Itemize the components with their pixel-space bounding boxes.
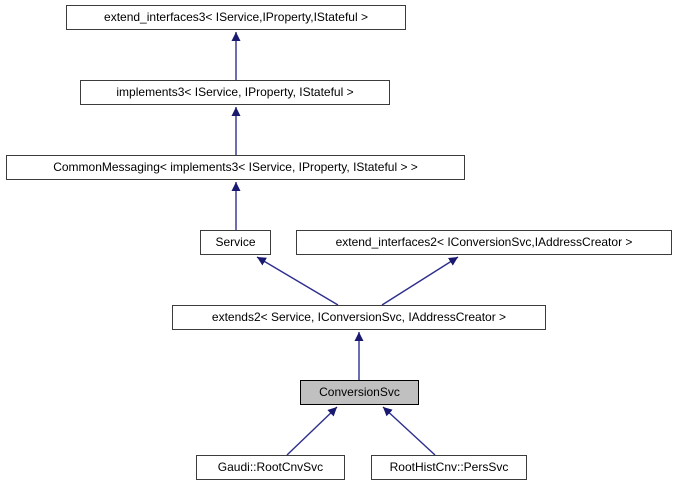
class-node-commonmessaging[interactable]: CommonMessaging< implements3< IService, … [6, 155, 465, 180]
edge-extends2-to-service [256, 256, 339, 306]
class-node-conversionsvc-current: ConversionSvc [300, 380, 419, 405]
edge-rootcnvsvc-to-conversionsvc [286, 406, 338, 456]
class-node-implements3[interactable]: implements3< IService, IProperty, IState… [80, 80, 390, 105]
edge-extends2-to-extend-interfaces2 [381, 256, 459, 306]
class-node-extends2[interactable]: extends2< Service, IConversionSvc, IAddr… [172, 305, 546, 330]
class-node-service[interactable]: Service [200, 230, 271, 255]
class-node-roothistcnv-perssvc[interactable]: RootHistCnv::PersSvc [371, 455, 527, 480]
class-node-gaudi-rootcnvsvc[interactable]: Gaudi::RootCnvSvc [196, 455, 345, 480]
class-node-extend-interfaces3[interactable]: extend_interfaces3< IService,IProperty,I… [66, 5, 406, 30]
class-node-extend-interfaces2[interactable]: extend_interfaces2< IConversionSvc,IAddr… [296, 230, 672, 255]
edge-perssvc-to-conversionsvc [382, 406, 436, 456]
